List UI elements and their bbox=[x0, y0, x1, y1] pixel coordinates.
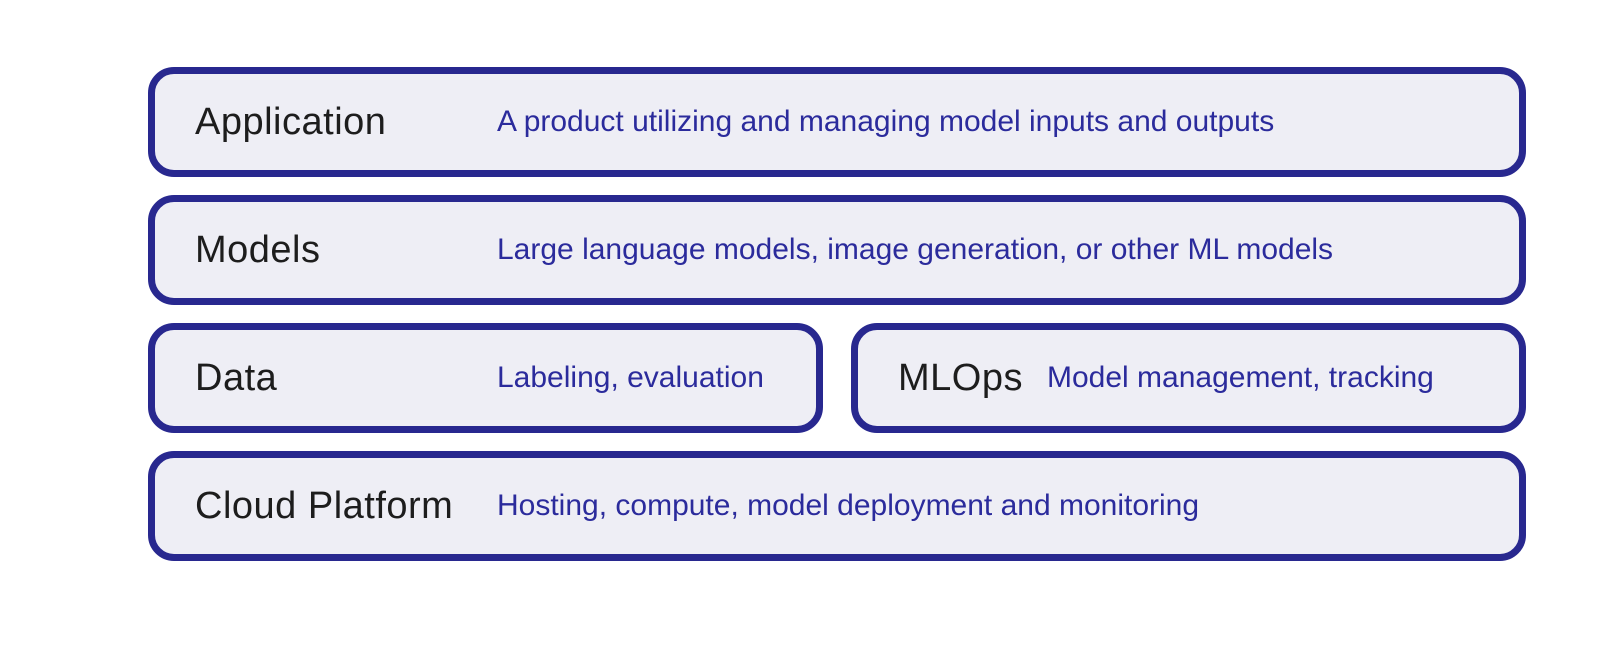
layer-description-mlops: Model management, tracking bbox=[1046, 361, 1434, 394]
layer-description-cloud-platform: Hosting, compute, model deployment and m… bbox=[497, 489, 1200, 522]
layer-box-data: Data Labeling, evaluation bbox=[148, 323, 823, 433]
layer-box-mlops: MLOps Model management, tracking bbox=[851, 323, 1526, 433]
layer-title-cloud-platform: Cloud Platform bbox=[195, 484, 454, 527]
layer-box-application: Application A product utilizing and mana… bbox=[148, 67, 1526, 177]
layer-title-application: Application bbox=[195, 100, 387, 143]
layer-description-models: Large language models, image generation,… bbox=[497, 233, 1334, 266]
layer-box-cloud-platform: Cloud Platform Hosting, compute, model d… bbox=[148, 451, 1526, 561]
layer-box-models: Models Large language models, image gene… bbox=[148, 195, 1526, 305]
layer-title-mlops: MLOps bbox=[898, 356, 1023, 399]
layer-title-models: Models bbox=[195, 228, 321, 271]
layer-title-data: Data bbox=[195, 356, 278, 399]
layer-description-data: Labeling, evaluation bbox=[497, 361, 764, 394]
layer-description-application: A product utilizing and managing model i… bbox=[497, 105, 1275, 138]
